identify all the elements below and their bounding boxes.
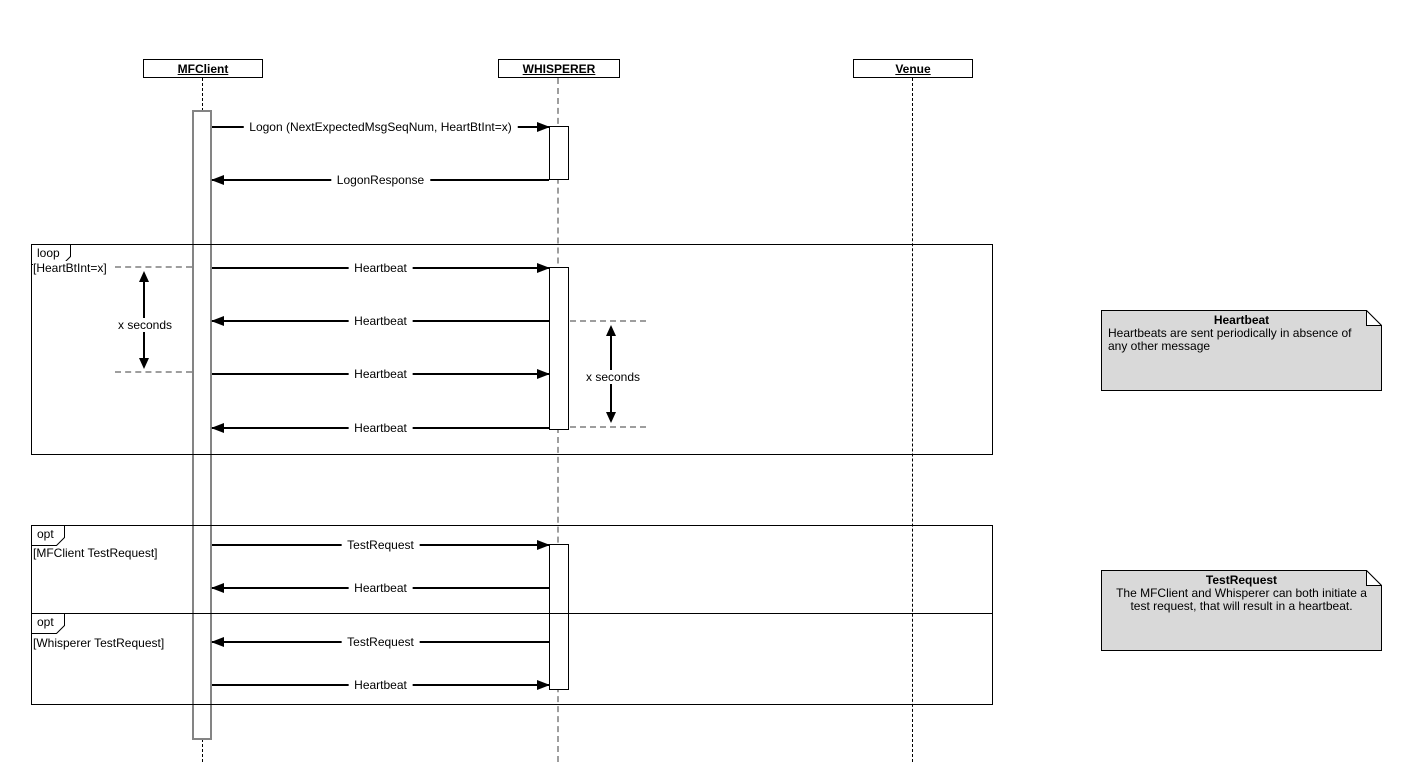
note-title: Heartbeat [1213,313,1270,327]
fragment-guard: [Whisperer TestRequest] [33,636,167,650]
fragment-operator: loop [37,246,60,260]
duration-label: x seconds [114,318,176,332]
message-label: Heartbeat [348,314,413,328]
message-logon-response: LogonResponse [212,173,549,187]
duration-dashed-line [570,320,646,322]
message-label: Logon (NextExpectedMsgSeqNum, HeartBtInt… [243,120,518,134]
message-label: TestRequest [341,538,420,552]
note-body: Heartbeats are sent periodically in abse… [1108,326,1352,353]
fragment-loop [31,244,993,455]
message-label: Heartbeat [348,421,413,435]
fragment-tab-opt: opt [31,613,65,634]
note-title: TestRequest [1205,573,1278,587]
note-fold-icon [1366,310,1382,326]
fragment-opt-mfclient [31,525,993,614]
message-heartbeat: Heartbeat [212,421,549,435]
message-label: TestRequest [341,635,420,649]
fragment-tab-opt: opt [31,525,65,546]
message-logon: Logon (NextExpectedMsgSeqNum, HeartBtInt… [212,120,549,134]
duration-dashed-line [570,426,646,428]
activation-bar-whisperer-logon [549,126,569,180]
fragment-opt-whisperer [31,613,993,705]
fragment-operator: opt [37,527,54,541]
message-test-request: TestRequest [212,635,549,649]
fragment-guard: [MFClient TestRequest] [33,546,160,560]
message-test-request: TestRequest [212,538,549,552]
note-body: The MFClient and Whisperer can both init… [1116,586,1367,613]
duration-dashed-line [115,371,192,373]
message-label: Heartbeat [348,678,413,692]
note-heartbeat: Heartbeat Heartbeats are sent periodical… [1101,310,1382,391]
fragment-tab-loop: loop [31,244,71,265]
note-shape [1101,570,1382,651]
actor-label: WHISPERER [522,61,596,76]
message-label: Heartbeat [348,367,413,381]
message-label: Heartbeat [348,581,413,595]
duration-label: x seconds [582,370,644,384]
message-heartbeat: Heartbeat [212,581,549,595]
note-fold-icon [1366,570,1382,586]
actor-box-mfclient: MFClient [143,59,263,78]
activation-bar-whisperer-loop [549,267,569,430]
message-label: Heartbeat [348,261,413,275]
actor-box-venue: Venue [853,59,973,78]
message-label: LogonResponse [330,173,431,187]
activation-bar-whisperer-opt [549,544,569,690]
message-heartbeat: Heartbeat [212,314,549,328]
actor-box-whisperer: WHISPERER [498,59,620,78]
note-test-request: TestRequest The MFClient and Whisperer c… [1101,570,1382,651]
activation-bar-mfclient [192,110,212,740]
fragment-guard: [HeartBtInt=x] [33,261,109,275]
actor-label: Venue [895,61,931,76]
message-heartbeat: Heartbeat [212,261,549,275]
actor-label: MFClient [177,61,229,76]
fragment-operator: opt [37,615,54,629]
note-shape [1101,310,1382,391]
lifeline-venue [912,78,913,762]
message-heartbeat: Heartbeat [212,678,549,692]
duration-dashed-line [115,266,192,268]
message-heartbeat: Heartbeat [212,367,549,381]
